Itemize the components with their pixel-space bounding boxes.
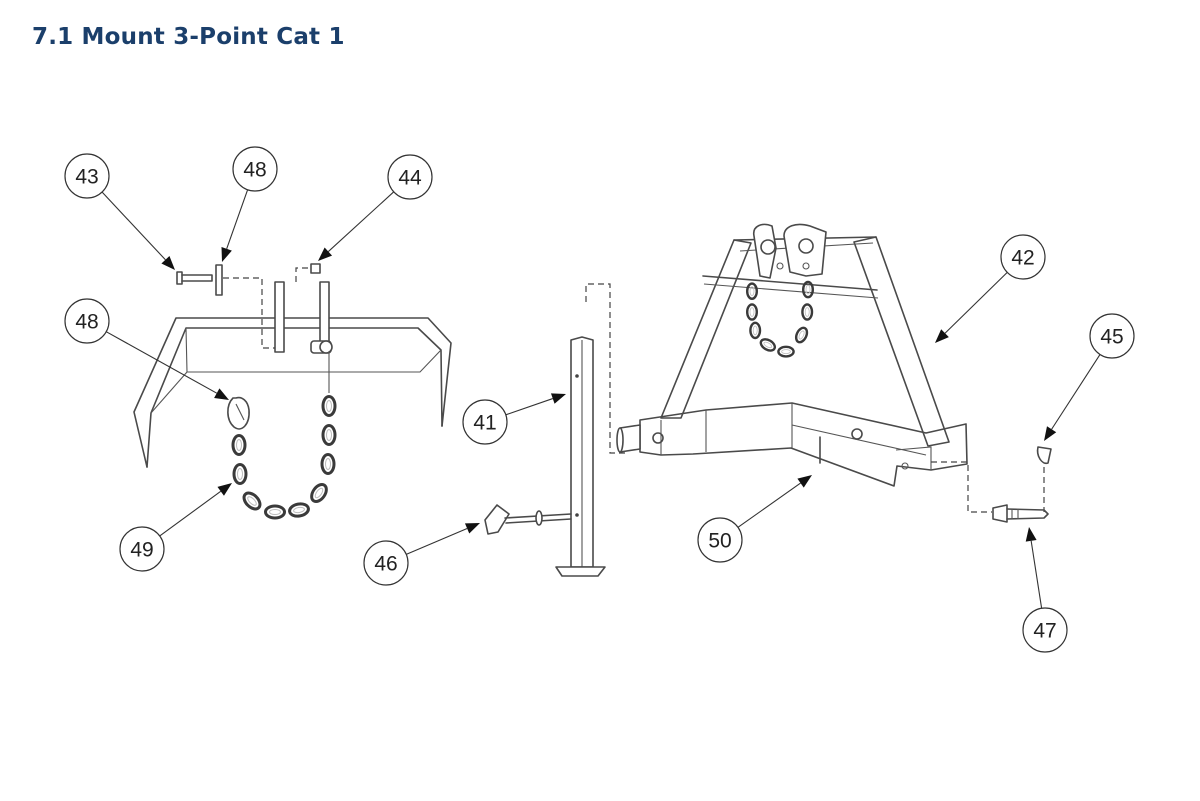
lock-nut bbox=[310, 263, 321, 274]
leader-arrowhead bbox=[464, 523, 480, 534]
leader-line bbox=[327, 191, 395, 252]
clevis-pin-head bbox=[176, 271, 183, 285]
a-frame-chain bbox=[746, 280, 814, 358]
callout-42: 42 bbox=[935, 234, 1046, 343]
leader-arrowhead bbox=[217, 483, 232, 496]
callout-label: 48 bbox=[75, 311, 98, 334]
callout-circle bbox=[232, 146, 278, 192]
leader-line bbox=[944, 271, 1008, 334]
leader-line bbox=[737, 482, 801, 528]
mount-plate-left bbox=[274, 281, 285, 353]
callout-label: 41 bbox=[473, 412, 496, 435]
snap-hook bbox=[227, 396, 250, 430]
callout-circle bbox=[697, 517, 743, 563]
callout-label: 49 bbox=[130, 539, 153, 562]
callout-45: 45 bbox=[1044, 313, 1135, 441]
curved-bracket-outer bbox=[133, 317, 452, 468]
callout-layer: 43 48 44 48 49 41 46 42 45 50 47 bbox=[64, 146, 1135, 653]
leader-line bbox=[226, 189, 249, 249]
leader-arrowhead bbox=[797, 475, 812, 488]
leader-line bbox=[101, 191, 166, 261]
a-frame-assembly bbox=[616, 223, 1052, 523]
callout-circle bbox=[387, 154, 433, 200]
callout-circle bbox=[1022, 607, 1068, 653]
callout-41: 41 bbox=[462, 393, 566, 445]
callout-circle bbox=[64, 298, 110, 344]
spacer-washer bbox=[215, 264, 223, 296]
callout-circle bbox=[462, 399, 508, 445]
callout-label: 42 bbox=[1011, 247, 1034, 270]
callout-circle bbox=[119, 526, 165, 572]
lower-hitch-pin-collar bbox=[992, 504, 1008, 523]
jack-stand-foot bbox=[555, 566, 606, 577]
linch-clip bbox=[1036, 446, 1052, 465]
callout-label: 47 bbox=[1033, 620, 1056, 643]
top-link-plate-right bbox=[783, 223, 827, 277]
leader-line bbox=[1030, 540, 1043, 609]
top-link-plate-left bbox=[752, 223, 777, 279]
leader-arrowhead bbox=[935, 329, 949, 343]
a-frame-right-leg bbox=[853, 236, 950, 447]
callout-label: 48 bbox=[243, 159, 266, 182]
jack-stand-assembly bbox=[484, 283, 628, 577]
callout-50: 50 bbox=[697, 475, 812, 563]
leader-arrowhead bbox=[550, 393, 566, 404]
callout-43: 43 bbox=[64, 153, 175, 270]
leader-arrowhead bbox=[318, 247, 333, 261]
callout-47: 47 bbox=[1022, 527, 1068, 653]
callout-circle bbox=[1089, 313, 1135, 359]
callout-circle bbox=[1000, 234, 1046, 280]
callout-circle bbox=[64, 153, 110, 199]
leader-arrowhead bbox=[1044, 426, 1057, 441]
leader-line bbox=[505, 398, 553, 416]
leader-arrowhead bbox=[214, 388, 229, 400]
leader-line bbox=[159, 490, 222, 537]
leader-arrowhead bbox=[1025, 527, 1037, 542]
leader-arrowhead bbox=[161, 256, 175, 270]
leader-line bbox=[1051, 354, 1101, 430]
callout-48: 48 bbox=[221, 146, 278, 262]
callout-44: 44 bbox=[318, 154, 433, 261]
a-frame-left-leg bbox=[660, 239, 752, 419]
t-handle-grip bbox=[484, 504, 510, 535]
left-bracket-assembly bbox=[133, 263, 452, 520]
callout-48: 48 bbox=[64, 298, 229, 400]
callout-label: 44 bbox=[398, 167, 422, 190]
callout-label: 45 bbox=[1100, 326, 1123, 349]
leader-arrowhead bbox=[221, 246, 232, 262]
callout-label: 46 bbox=[374, 553, 397, 576]
leader-line bbox=[105, 331, 218, 394]
callout-49: 49 bbox=[119, 483, 232, 572]
callout-46: 46 bbox=[363, 523, 480, 586]
callout-label: 43 bbox=[75, 166, 98, 189]
callout-circle bbox=[363, 540, 409, 586]
a-frame-base bbox=[639, 402, 968, 487]
page-title: 7.1 Mount 3-Point Cat 1 bbox=[32, 24, 345, 50]
callout-label: 50 bbox=[708, 530, 731, 553]
leader-line bbox=[406, 527, 468, 555]
